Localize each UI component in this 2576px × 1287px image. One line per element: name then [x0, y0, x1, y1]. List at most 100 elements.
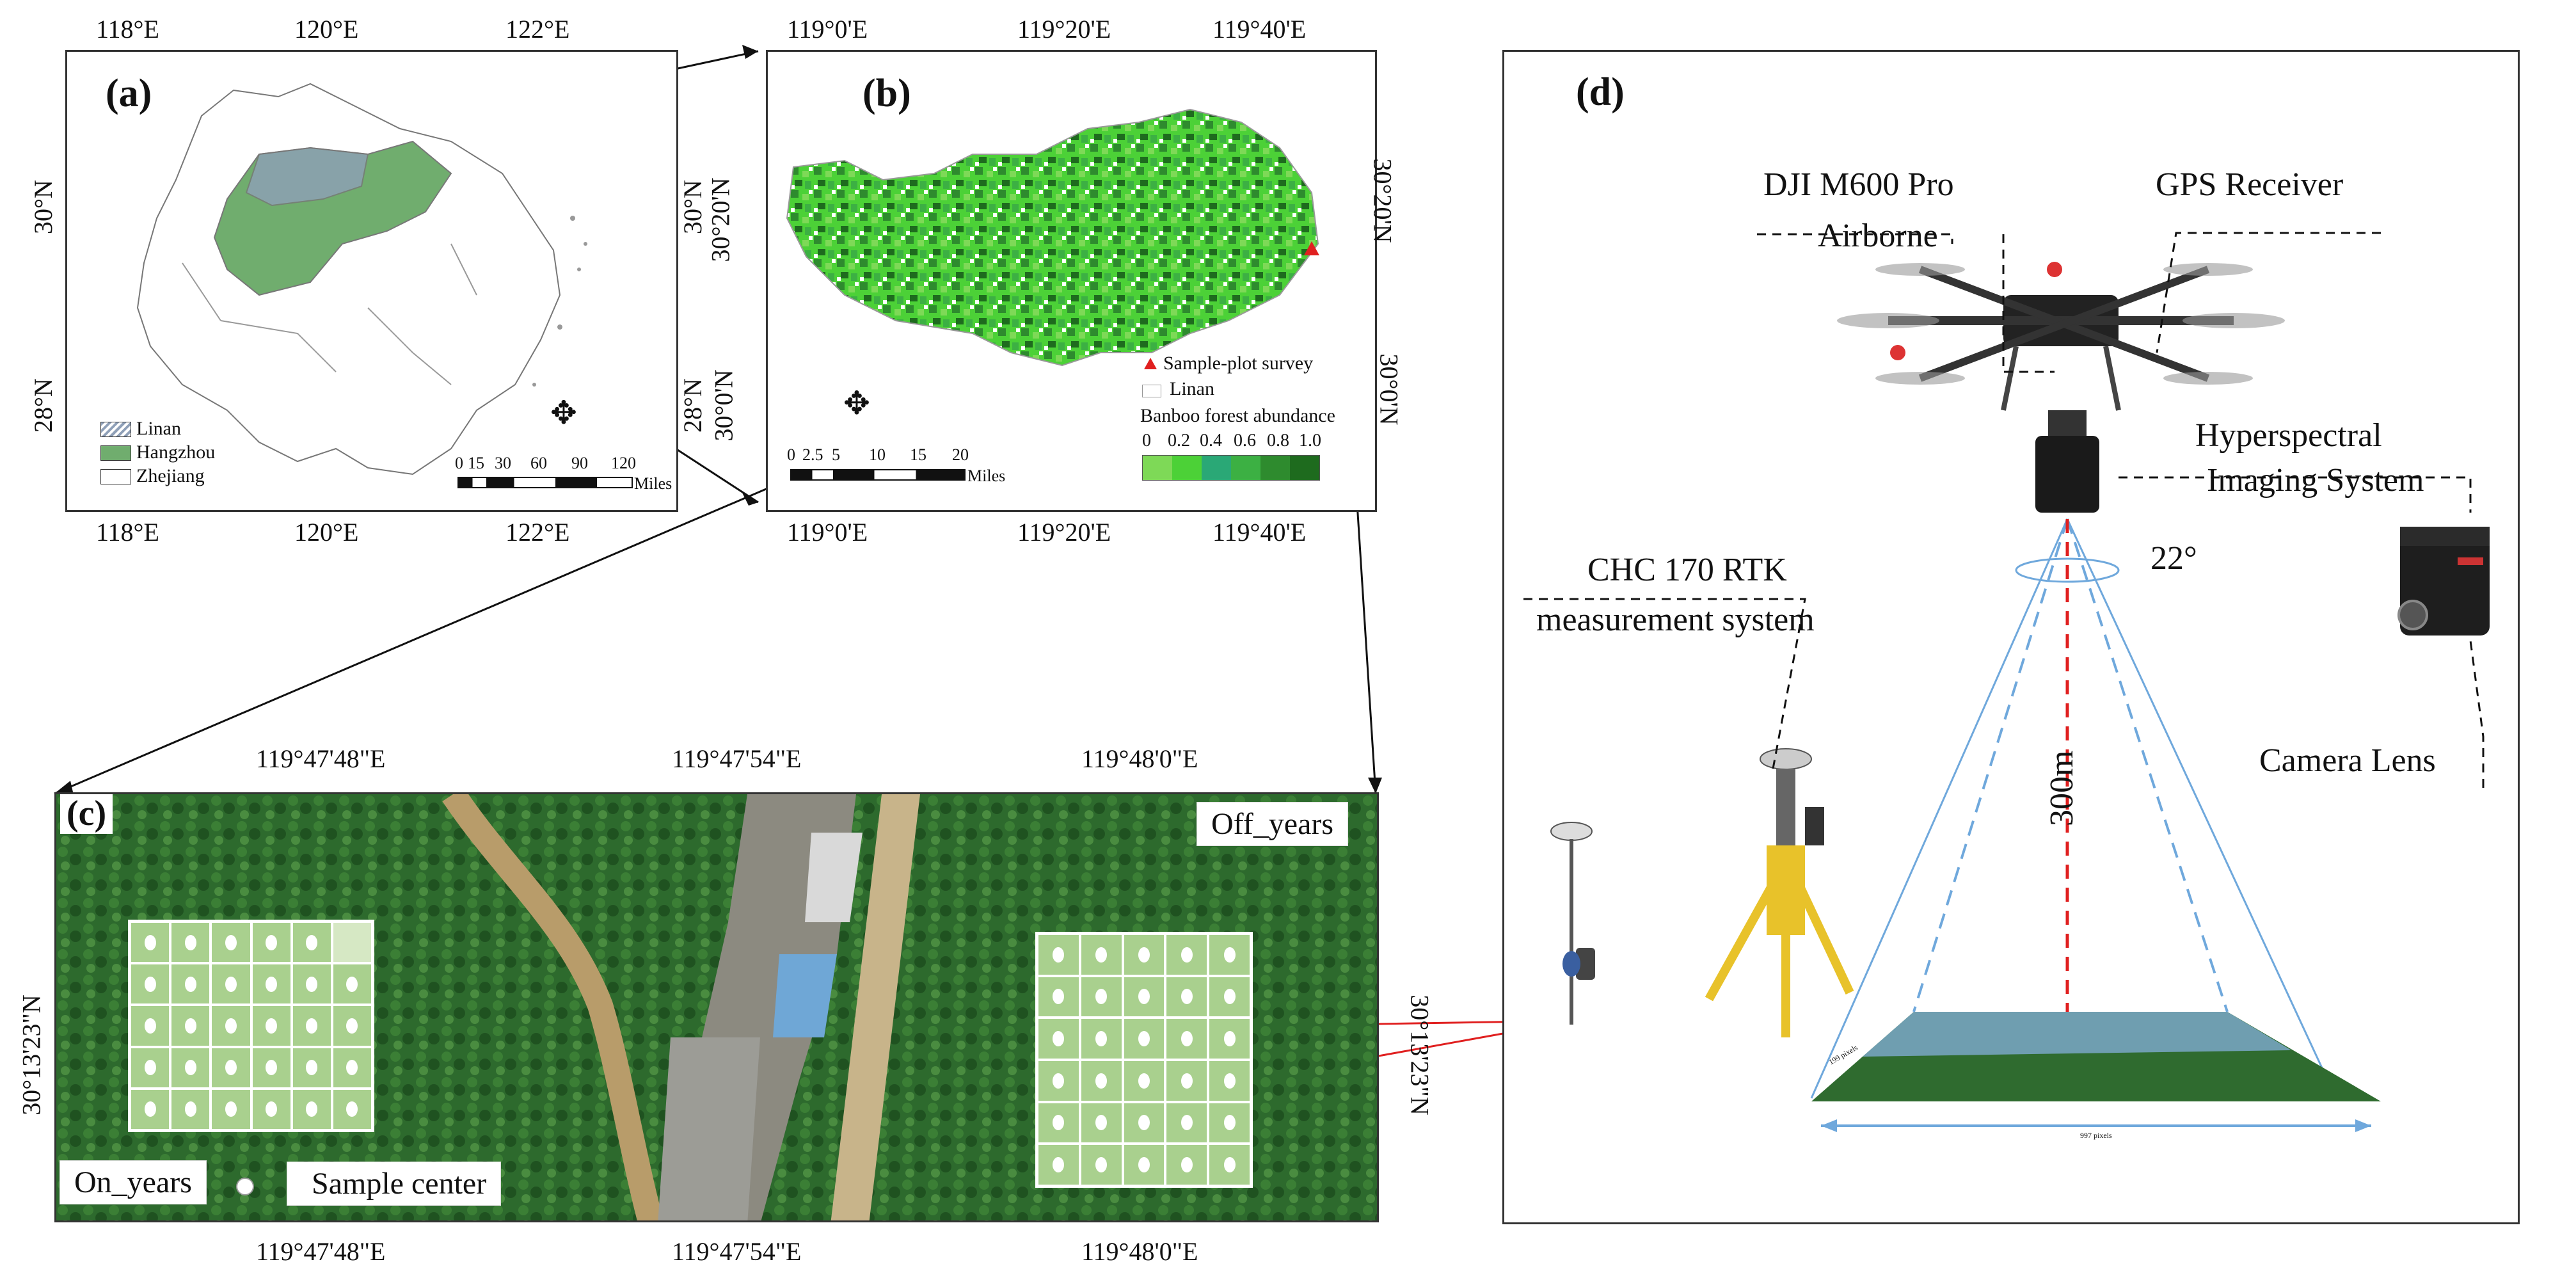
sample-center-dot	[225, 976, 237, 992]
compass-icon: ✥	[843, 385, 870, 421]
c-top-tick-0: 119°47'48"E	[256, 744, 386, 773]
grid-cell	[1122, 1059, 1166, 1102]
grid-cell	[1122, 975, 1166, 1018]
b-left-tick-0: 30°20'N	[706, 177, 735, 262]
scale-bar	[790, 469, 966, 481]
panel-d-system-diagram: (d) DJI M600 Pro Airborne GPS Receiver H…	[1502, 50, 2520, 1224]
sample-center-dot	[1095, 1157, 1108, 1173]
abundance-colorbar	[1142, 455, 1320, 481]
a-left-tick-1: 28°N	[28, 378, 58, 433]
sample-center-dot	[1138, 1031, 1150, 1047]
scale-tick-1: 2.5	[802, 445, 823, 464]
sample-center-dot	[266, 976, 278, 992]
sample-center-dot	[184, 1018, 196, 1034]
sample-center-dot	[1223, 1115, 1236, 1131]
sample-center-dot	[1181, 1157, 1193, 1173]
sample-center-dot	[306, 976, 318, 992]
sample-center-dot	[1053, 989, 1065, 1005]
sample-center-dot	[346, 1018, 358, 1034]
sample-center-dot-icon	[236, 1177, 254, 1195]
height-label: 300m	[2043, 751, 2081, 826]
sample-center-dot	[1223, 989, 1236, 1005]
legend-sample-plot: Sample-plot survey	[1163, 353, 1314, 374]
rtk-label-1: CHC 170 RTK	[1587, 552, 1787, 588]
grid-cell	[251, 922, 292, 964]
panel-c-label: (c)	[60, 794, 113, 834]
grid-cell	[1079, 975, 1123, 1018]
sample-center-dot	[1138, 1157, 1150, 1173]
panel-a-label: (a)	[106, 72, 152, 115]
grid-cell	[1208, 1144, 1251, 1186]
sample-center-dot	[225, 934, 237, 950]
panel-d-label: (d)	[1576, 70, 1625, 114]
grid-cell	[1037, 934, 1080, 976]
grid-cell	[130, 1005, 171, 1047]
b-bottom-tick-1: 119°20'E	[1017, 518, 1111, 547]
off-years-sample-grid	[1035, 932, 1253, 1188]
grid-cell	[170, 1046, 211, 1089]
sample-center-dot	[184, 1060, 196, 1076]
abundance-title: Banboo forest abundance	[1140, 405, 1335, 426]
scale-tick-3: 60	[530, 454, 547, 472]
abundance-tick-1: 0.2	[1168, 431, 1190, 451]
a-bottom-tick-0: 118°E	[96, 518, 159, 547]
sample-center-legend: Sample center	[236, 1162, 502, 1206]
sample-center-dot	[1053, 1073, 1065, 1089]
grid-cell	[1208, 934, 1251, 976]
scale-tick-4: 90	[571, 454, 588, 472]
a-top-tick-2: 122°E	[505, 15, 570, 44]
panel-a-map: (a) ✥ Linan Hangzhou Zhejiang 0 15 30 60…	[65, 50, 678, 512]
scale-tick-5: 120	[611, 454, 636, 472]
sample-center-dot	[1138, 947, 1150, 963]
grid-cell	[1208, 1018, 1251, 1060]
sample-center-dot	[1095, 989, 1108, 1005]
on-years-sample-grid	[128, 920, 374, 1132]
sample-center-dot	[1181, 989, 1193, 1005]
grid-cell	[170, 1005, 211, 1047]
sample-center-dot	[184, 976, 196, 992]
sample-center-dot	[184, 934, 196, 950]
drone-model-label: DJI M600 Pro	[1763, 166, 1954, 203]
abundance-tick-2: 0.4	[1200, 431, 1222, 451]
c-bottom-tick-2: 119°48'0"E	[1081, 1237, 1198, 1266]
sample-center-dot	[1095, 1115, 1108, 1131]
grid-cell	[331, 1046, 372, 1089]
sample-center-dot	[1095, 947, 1108, 963]
legend-linan-swatch	[100, 422, 131, 437]
scale-tick-4: 15	[910, 445, 926, 464]
b-top-tick-0: 119°0'E	[787, 15, 868, 44]
scale-unit: Miles	[634, 474, 672, 493]
scale-unit: Miles	[967, 467, 1006, 485]
grid-cell	[1037, 1144, 1080, 1186]
hyperspectral-label-2: Imaging System	[2207, 462, 2424, 499]
grid-cell	[291, 1005, 332, 1047]
b-left-tick-1: 30°0'N	[709, 369, 738, 442]
sample-center-dot	[225, 1101, 237, 1117]
grid-cell	[211, 963, 251, 1005]
grid-cell	[1208, 1059, 1251, 1102]
grid-cell	[1079, 1144, 1123, 1186]
sample-center-dot	[1095, 1073, 1108, 1089]
off-years-label: Off_years	[1197, 802, 1349, 846]
rtk-label-2: measurement system	[1536, 602, 1815, 638]
sample-center-dot	[1223, 1031, 1236, 1047]
grid-cell	[211, 1005, 251, 1047]
sample-center-dot	[225, 1018, 237, 1034]
sample-center-dot	[1053, 1157, 1065, 1173]
c-bottom-tick-1: 119°47'54"E	[672, 1237, 802, 1266]
c-top-tick-2: 119°48'0"E	[1081, 744, 1198, 773]
legend-hangzhou-swatch	[100, 445, 131, 461]
abundance-tick-3: 0.6	[1234, 431, 1256, 451]
grid-cell	[331, 963, 372, 1005]
sample-center-dot	[266, 1018, 278, 1034]
sample-plot-marker	[1304, 241, 1319, 255]
camera-lens-label: Camera Lens	[2259, 742, 2436, 779]
a-bottom-tick-1: 120°E	[294, 518, 359, 547]
sample-center-dot	[1181, 947, 1193, 963]
legend-sample-triangle-icon	[1144, 358, 1157, 369]
grid-cell	[1208, 1101, 1251, 1144]
zhejiang-map	[136, 83, 587, 476]
grid-cell	[1079, 1018, 1123, 1060]
panel-b-map: (b) ✥ Sample-plot survey Linan Banboo fo…	[766, 50, 1377, 512]
sample-center-dot	[1181, 1031, 1193, 1047]
